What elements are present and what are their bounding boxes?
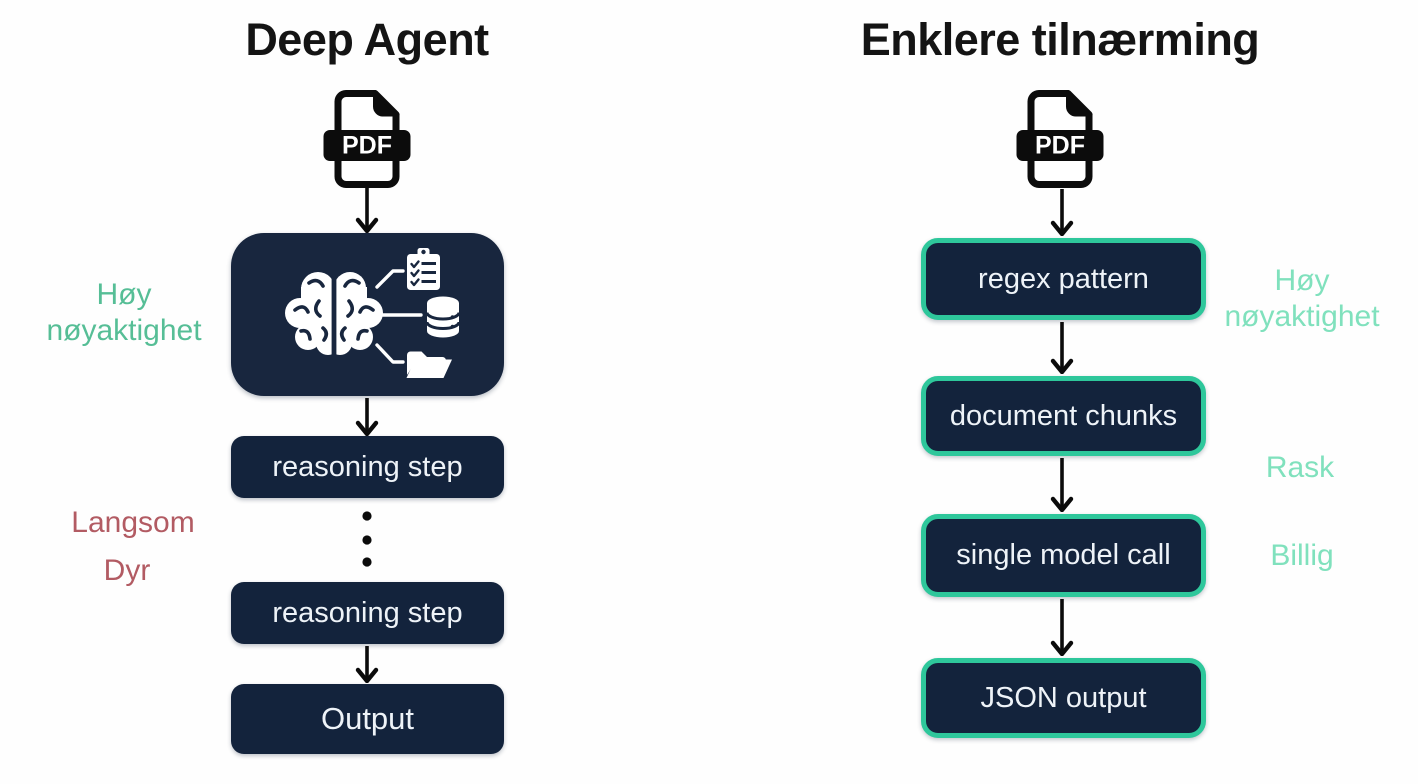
agent-box — [231, 233, 504, 396]
down-arrow — [355, 646, 379, 683]
pdf-file-icon: PDF — [323, 90, 411, 188]
single-model-call-label: single model call — [956, 539, 1171, 571]
ellipsis-dots — [362, 511, 372, 567]
reasoning-step-label: reasoning step — [272, 450, 463, 483]
document-chunks-label: document chunks — [949, 399, 1178, 432]
down-arrow — [1050, 458, 1074, 512]
connector-lines — [375, 269, 423, 364]
reasoning-step-label: reasoning step — [272, 596, 463, 629]
clipboard-icon — [407, 248, 440, 290]
regex-pattern-label: regex pattern — [978, 262, 1149, 295]
agent-internals-graphic — [285, 248, 461, 378]
label-fast: Rask — [1265, 451, 1335, 484]
json-output-label: JSON output — [980, 681, 1147, 714]
single-model-call-box: single model call — [921, 514, 1206, 597]
document-chunks-box: document chunks — [921, 376, 1206, 456]
output-box: Output — [231, 684, 504, 754]
pdf-file-icon: PDF — [1016, 90, 1104, 188]
left-column-title: Deep Agent — [245, 14, 489, 65]
label-high-accuracy-right: Høy nøyaktighet — [1224, 264, 1380, 333]
down-arrow — [355, 398, 379, 436]
down-arrow — [1050, 189, 1074, 236]
pdf-icon-label: PDF — [342, 132, 392, 160]
brain-icon — [285, 271, 383, 359]
pdf-icon-label: PDF — [1035, 132, 1085, 160]
reasoning-step-box: reasoning step — [231, 436, 504, 498]
label-cheap: Billig — [1270, 539, 1334, 572]
down-arrow — [1050, 322, 1074, 374]
regex-pattern-box: regex pattern — [921, 238, 1206, 320]
right-column-title: Enklere tilnærming — [860, 14, 1260, 65]
label-high-accuracy-left: Høy nøyaktighet — [46, 278, 202, 347]
database-icon — [425, 296, 461, 338]
label-expensive: Dyr — [103, 554, 151, 587]
json-output-box: JSON output — [921, 658, 1206, 738]
folder-icon — [406, 351, 452, 378]
down-arrow — [355, 188, 379, 233]
output-label: Output — [320, 701, 415, 736]
reasoning-step-box: reasoning step — [231, 582, 504, 644]
label-slow: Langsom — [71, 506, 195, 539]
down-arrow — [1050, 599, 1074, 656]
